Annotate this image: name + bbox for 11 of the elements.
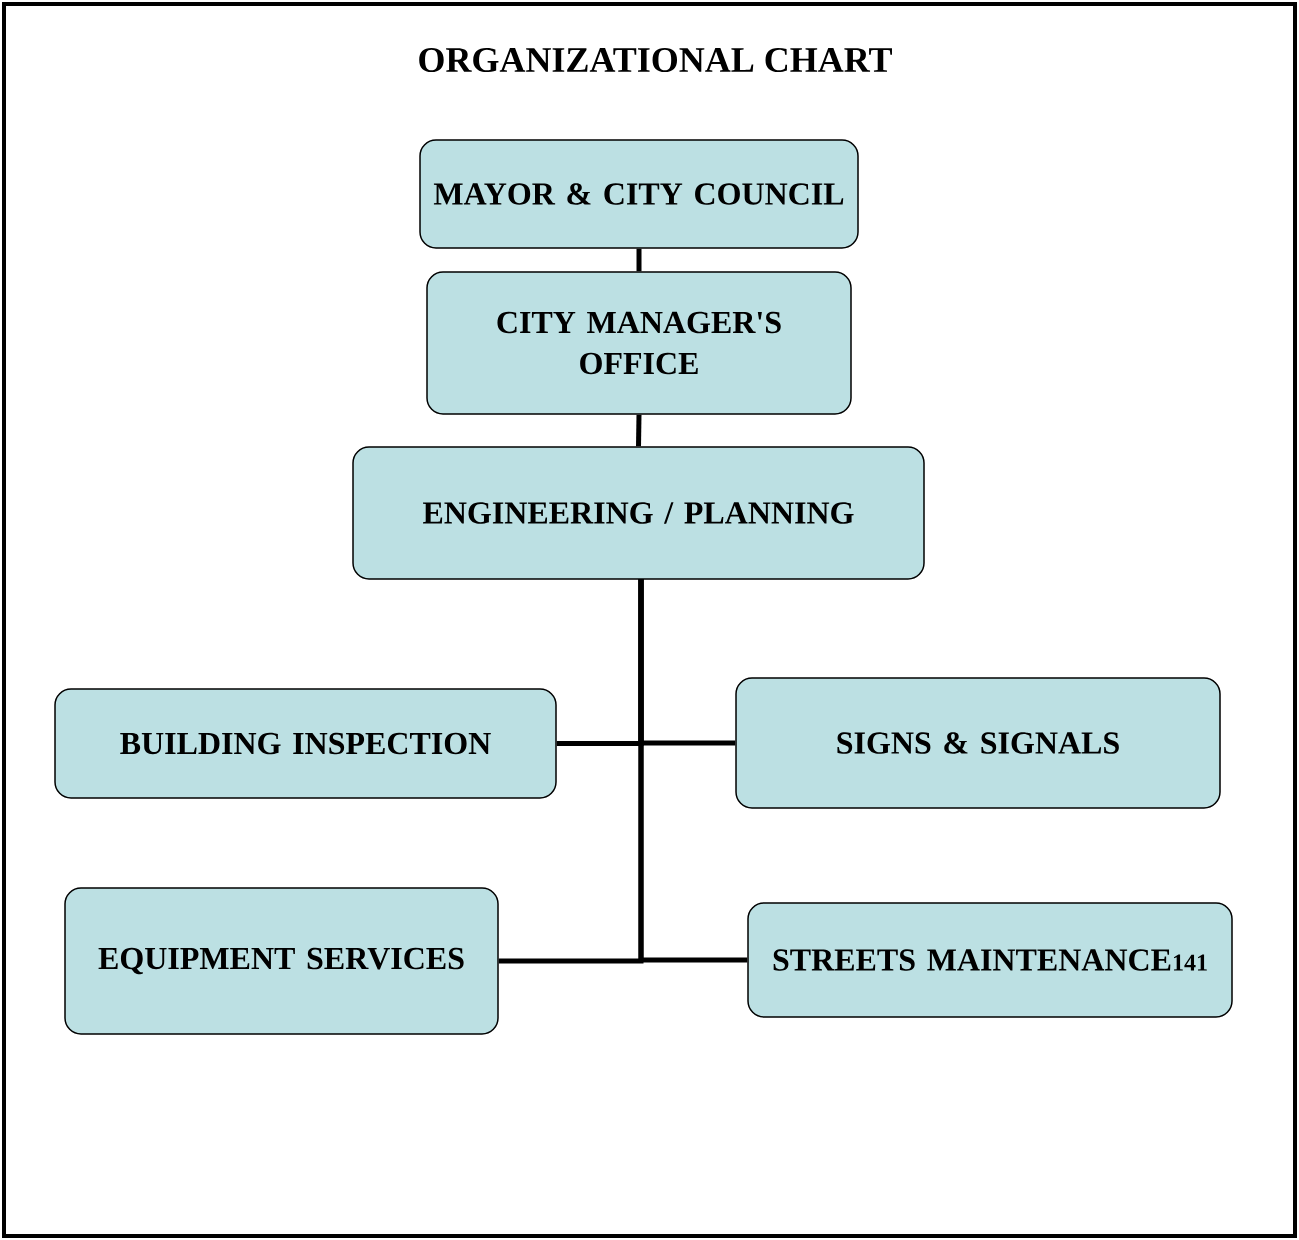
org-box: MAYOR & CITY COUNCIL — [419, 139, 859, 249]
connector-line — [636, 414, 642, 447]
connector-line — [638, 579, 748, 963]
title: ORGANIZATIONAL CHART — [419, 47, 892, 73]
org-box: ENGINEERING / PLANNING — [352, 446, 925, 580]
org-box: CITY MANAGER'S OFFICE — [426, 271, 852, 415]
org-box: STREETS MAINTENANCE141 — [747, 902, 1233, 1018]
connector-line — [636, 248, 642, 272]
org-box: BUILDING INSPECTION — [54, 688, 557, 799]
org-box: EQUIPMENT SERVICES — [64, 887, 499, 1035]
org-box: SIGNS & SIGNALS — [735, 677, 1221, 809]
